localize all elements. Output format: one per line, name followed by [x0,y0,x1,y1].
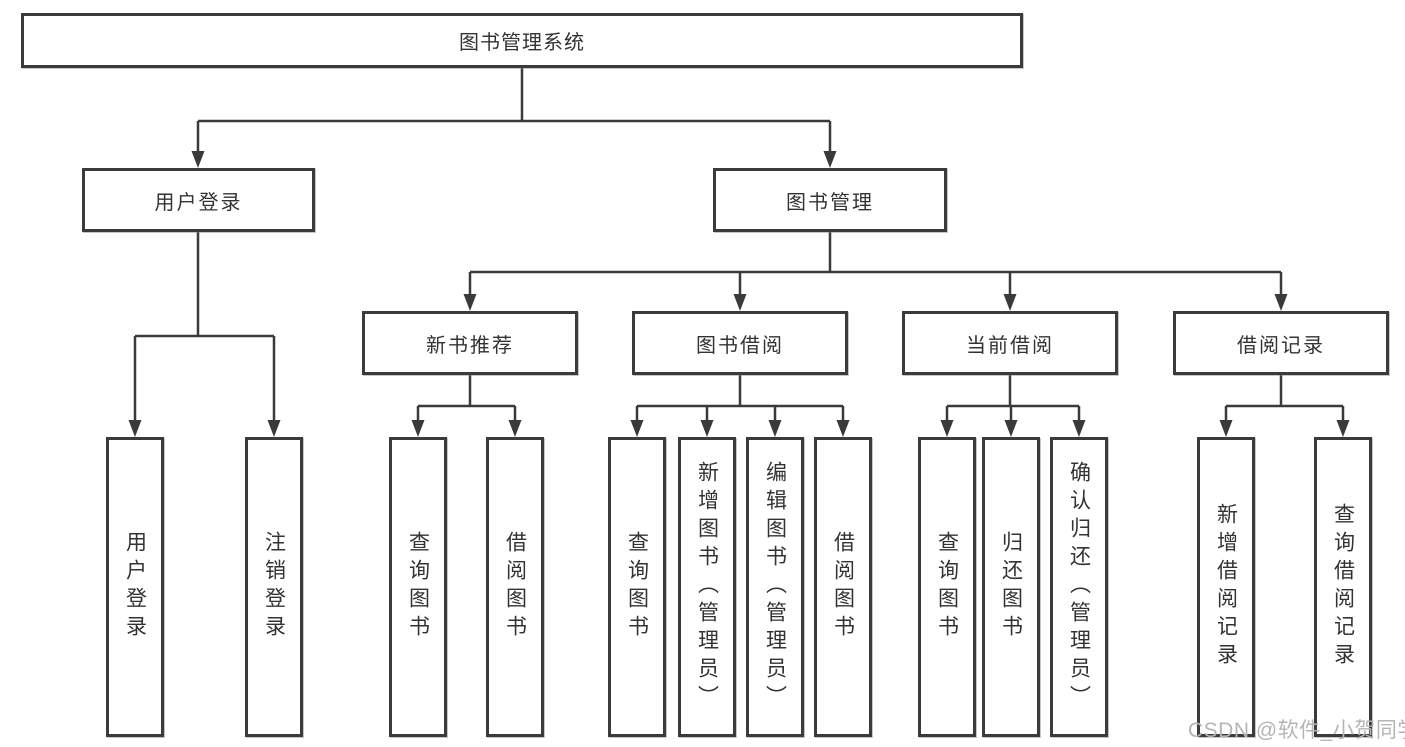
node-leaf-user-login: 用户登录 [106,437,164,737]
node-leaf-query-book-3: 查询图书 [918,437,976,737]
connector-borrow-records-to-leaves [1219,375,1350,437]
node-leaf-return-book: 归还图书 [982,437,1040,737]
connector-root-to-level2 [191,68,837,168]
connector-current-borrow-to-leaves [940,375,1086,437]
connector-new-book-rec-to-leaves [411,375,522,437]
node-leaf-logout: 注销登录 [245,437,303,737]
node-book-borrow: 图书借阅 [632,311,848,375]
node-book-mgmt: 图书管理 [713,168,947,232]
node-leaf-query-book-1: 查询图书 [389,437,447,737]
node-new-book-rec: 新书推荐 [362,311,578,375]
node-borrow-records: 借阅记录 [1173,311,1389,375]
node-root: 图书管理系统 [21,13,1023,68]
node-leaf-borrow-book-1: 借阅图书 [486,437,544,737]
connector-book-borrow-to-leaves [630,375,850,437]
node-leaf-add-borrow-record: 新增借阅记录 [1197,437,1255,737]
node-current-borrow: 当前借阅 [902,311,1118,375]
node-leaf-edit-book-admin: 编辑图书（管理员） [746,437,804,737]
node-user-login: 用户登录 [82,168,315,232]
node-leaf-confirm-return-admin: 确认归还（管理员） [1050,437,1108,737]
watermark: CSDN @软件_小贺同学 [1188,719,1405,742]
connector-book-mgmt-to-level3 [463,232,1288,311]
node-leaf-borrow-book-2: 借阅图书 [814,437,872,737]
node-leaf-query-book-2: 查询图书 [608,437,666,737]
node-leaf-add-book-admin: 新增图书（管理员） [678,437,736,737]
node-leaf-query-borrow-record: 查询借阅记录 [1314,437,1372,737]
connector-user-login-to-leaves [128,232,281,437]
